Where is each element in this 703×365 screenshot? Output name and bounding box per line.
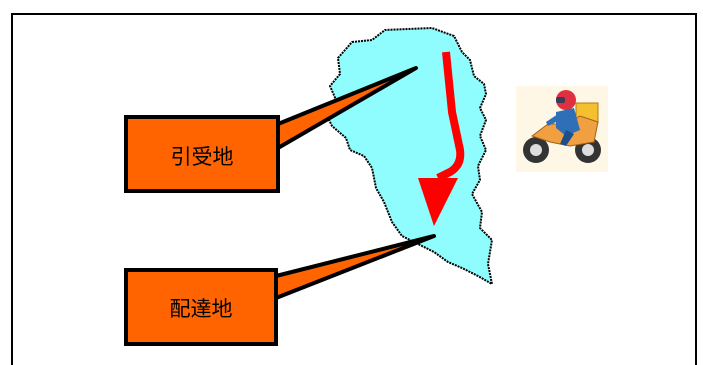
delivery-label: 配達地 (170, 297, 233, 321)
route-arrow-head (418, 178, 458, 226)
pickup-callout-box (124, 115, 280, 193)
pickup-label: 引受地 (171, 145, 234, 169)
delivery-callout-box (124, 268, 278, 346)
route-arrow-shaft (436, 51, 465, 182)
delivery-callout-pointer (274, 234, 436, 300)
delivery-motorcycle-icon (516, 86, 608, 172)
